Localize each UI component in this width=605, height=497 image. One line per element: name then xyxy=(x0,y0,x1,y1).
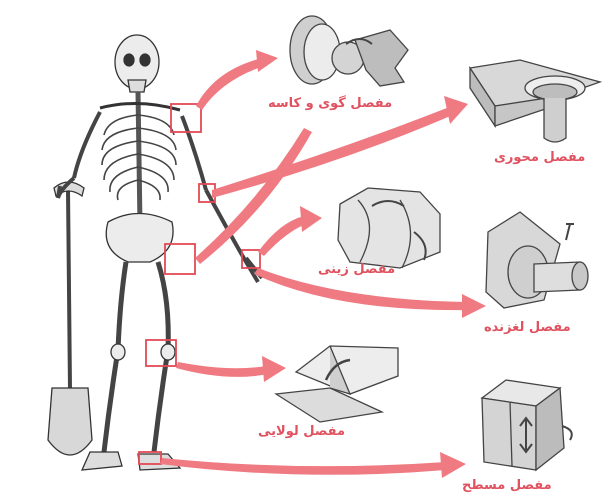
arrow-ball-socket xyxy=(196,58,264,110)
label-plane: مفصل مسطح xyxy=(462,478,552,493)
pelvis xyxy=(106,214,173,263)
hinge-illustration xyxy=(276,346,398,422)
plane-illustration xyxy=(482,380,572,470)
right-arm xyxy=(182,116,262,282)
label-saddle: مفصل زینی xyxy=(318,262,395,277)
ball-socket-illustration xyxy=(290,16,408,86)
gliding-illustration xyxy=(486,212,588,308)
label-gliding: مفصل لغزنده xyxy=(484,320,571,335)
label-pivot: مفصل محوری xyxy=(494,150,585,165)
label-hinge: مفصل لولایی xyxy=(258,424,345,439)
saddle-illustration xyxy=(338,188,440,268)
skeleton-figure xyxy=(48,35,262,470)
arrow-saddle xyxy=(258,216,306,256)
label-ball-socket: مفصل گوی و کاسه xyxy=(268,96,392,111)
spine xyxy=(138,92,140,225)
arrow-plane xyxy=(160,458,446,475)
pivot-illustration xyxy=(470,60,600,142)
shovel xyxy=(48,182,92,455)
arrow-hinge xyxy=(176,362,268,377)
box-hip xyxy=(165,244,195,274)
arrow-pivot xyxy=(212,106,455,198)
